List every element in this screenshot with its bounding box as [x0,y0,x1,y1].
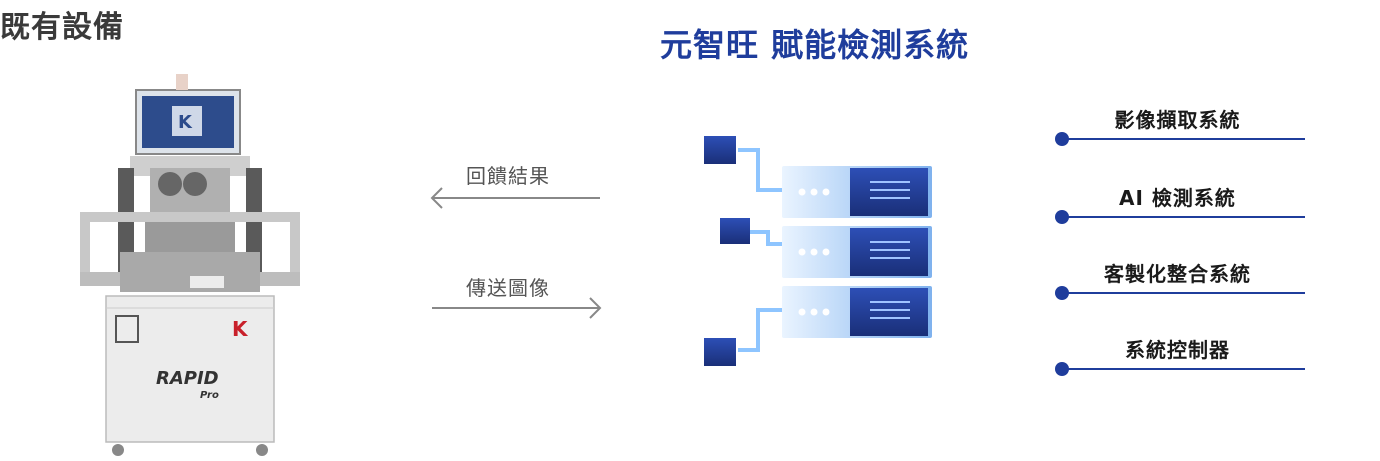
system-item-label: 系統控制器 [1125,338,1230,362]
underline-divider [1062,292,1305,294]
underline-divider [1062,368,1305,370]
send-image-label: 傳送圖像 [466,276,550,300]
underline-divider [1062,216,1305,218]
system-item-label: AI 檢測系統 [1119,186,1236,210]
feedback-result-label: 回饋結果 [466,164,550,188]
system-item-custom-integration: 客製化整合系統 [1050,258,1305,300]
svg-text:K: K [178,112,193,133]
svg-text:K: K [232,317,249,341]
system-title: 元智旺 賦能檢測系統 [660,26,970,64]
system-item-image-capture: 影像擷取系統 [1050,104,1305,146]
machine-brand-text: RAPID [156,368,219,389]
machine-brand-sub: Pro [200,390,219,401]
inspection-machine-image: K K RAPID Pro [80,74,300,456]
system-item-label: 影像擷取系統 [1114,108,1241,132]
underline-divider [1062,138,1305,140]
left-arrow-icon [430,187,600,209]
system-item-ai-inspection: AI 檢測系統 [1050,182,1305,224]
right-arrow-icon [432,297,602,319]
system-item-label: 客製化整合系統 [1104,262,1251,286]
existing-equipment-title: 既有設備 [0,10,124,45]
server-icon [704,136,932,366]
system-item-controller: 系統控制器 [1050,334,1305,376]
